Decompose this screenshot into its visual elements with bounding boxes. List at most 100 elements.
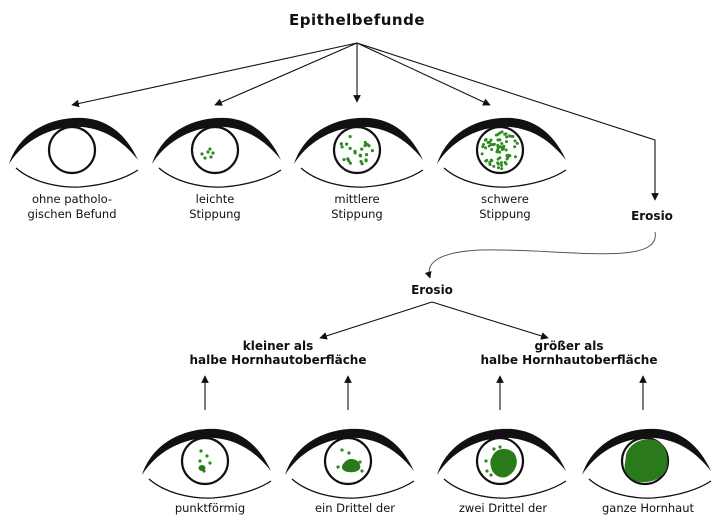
- group-right-line1: größer als: [535, 339, 604, 353]
- eye-leichte-stippung: [152, 117, 282, 188]
- stippling-dot: [359, 160, 363, 164]
- cornea-circle: [332, 125, 382, 175]
- stippling-dot: [206, 150, 210, 154]
- stippling-dot: [339, 142, 343, 146]
- cornea-circle: [190, 125, 240, 175]
- stippling-dot: [498, 156, 502, 160]
- stippling-dot: [503, 161, 507, 165]
- stippling-dot: [484, 459, 488, 463]
- stippling-dot: [203, 156, 207, 160]
- label-ohne-line2: gischen Befund: [27, 207, 116, 221]
- label-punktfoermig: punktförmig: [175, 501, 245, 515]
- stippling-dot: [360, 147, 364, 151]
- erosio-arrows: [319, 301, 549, 340]
- stippling-dot: [499, 161, 503, 165]
- stippling-dot: [200, 152, 204, 156]
- stippling-dot: [208, 147, 212, 151]
- label-leichte-line1: leichte: [196, 192, 235, 206]
- arrow-to-schwere: [356, 42, 491, 106]
- lower-lid: [158, 167, 282, 188]
- stippling-dot: [492, 447, 496, 451]
- stippling-dot: [347, 159, 351, 163]
- stippling-dot: [489, 143, 493, 147]
- stippling-dot: [358, 460, 362, 464]
- stippling-dot: [503, 132, 507, 136]
- eye-ganze-hornhaut: [582, 428, 712, 499]
- stippling-dot: [513, 139, 517, 143]
- stippling-dot: [208, 461, 212, 465]
- cornea-circle: [475, 125, 525, 175]
- arrow-to-erosio: [356, 42, 659, 201]
- label-mittlere-line2: Stippung: [331, 207, 382, 221]
- stippling-dot: [515, 141, 519, 145]
- eye-ohne-befund: [9, 117, 139, 188]
- stippling-dot: [340, 448, 344, 452]
- stippling-dot: [506, 153, 510, 157]
- arrow-to-leichte: [214, 42, 358, 106]
- stippling-dot: [340, 145, 344, 149]
- title-arrows: [71, 42, 659, 201]
- stippling-dot: [498, 150, 502, 154]
- stippling-dot: [505, 135, 509, 139]
- stippling-dot: [336, 465, 340, 469]
- stippling-dot: [347, 451, 351, 455]
- label-ganze-hornhaut: ganze Hornhaut: [602, 501, 695, 515]
- stippling-dot: [494, 133, 498, 137]
- cornea-circle: [47, 125, 97, 175]
- stippling-dot: [488, 161, 492, 165]
- stippling-dot: [500, 167, 504, 171]
- lower-lid: [148, 478, 272, 499]
- lower-lid: [15, 167, 139, 188]
- stippling-dot: [363, 140, 367, 145]
- stippling-dot: [360, 469, 364, 473]
- stippling-dot: [484, 146, 488, 150]
- label-mittlere-line1: mittlere: [334, 192, 379, 206]
- stippling-dot: [484, 159, 488, 163]
- erosion-patch: [624, 439, 668, 483]
- stippling-dot: [505, 140, 509, 144]
- lower-lid: [588, 478, 712, 499]
- group-left-line1: kleiner als: [243, 339, 313, 353]
- stippling-dot: [501, 147, 505, 151]
- stippling-dot: [491, 143, 495, 147]
- eye-punktfoermig: [142, 428, 272, 499]
- upper-lid: [285, 428, 414, 475]
- stippling-dot: [363, 144, 367, 148]
- stippling-dot: [496, 143, 500, 147]
- stippling-dot: [500, 142, 504, 146]
- stippling-dot: [489, 158, 493, 162]
- stippling-dot: [345, 142, 349, 146]
- stippling-dot: [485, 469, 489, 473]
- stippling-dot: [484, 138, 488, 142]
- upper-lid: [437, 117, 566, 164]
- group-right-line2: halbe Hornhautoberfläche: [480, 353, 657, 367]
- upper-lid: [582, 428, 711, 475]
- upper-lid: [142, 428, 271, 475]
- stippling-dot: [364, 159, 368, 163]
- stippling-dot: [348, 146, 352, 151]
- stippling-dot: [486, 141, 490, 145]
- stippling-dot: [509, 134, 513, 138]
- arrow-to-kleiner: [319, 301, 433, 340]
- cornea-circle: [180, 436, 230, 486]
- lower-lid: [300, 167, 424, 188]
- lower-lid: [291, 478, 415, 499]
- stippling-dot: [496, 162, 500, 166]
- eye-ein-drittel: [285, 428, 415, 499]
- stippling-dot: [498, 131, 502, 135]
- stippling-dot: [499, 145, 503, 149]
- diagram-title: Epithelbefunde: [289, 11, 425, 29]
- label-zwei-drittel: zwei Drittel der: [459, 501, 547, 515]
- stippling-dot: [513, 155, 517, 159]
- connector-erosio: [424, 231, 656, 279]
- stippling-dot: [496, 166, 500, 170]
- eye-schwere-stippung: [437, 117, 567, 188]
- stippling-dot: [492, 164, 496, 168]
- stippling-dot: [358, 154, 363, 158]
- erosion-patch: [490, 448, 517, 478]
- label-ohne-line1: ohne patholo-: [32, 192, 112, 206]
- stippling-dot: [481, 143, 485, 147]
- stippling-dot: [490, 148, 494, 152]
- stippling-dot: [353, 149, 357, 153]
